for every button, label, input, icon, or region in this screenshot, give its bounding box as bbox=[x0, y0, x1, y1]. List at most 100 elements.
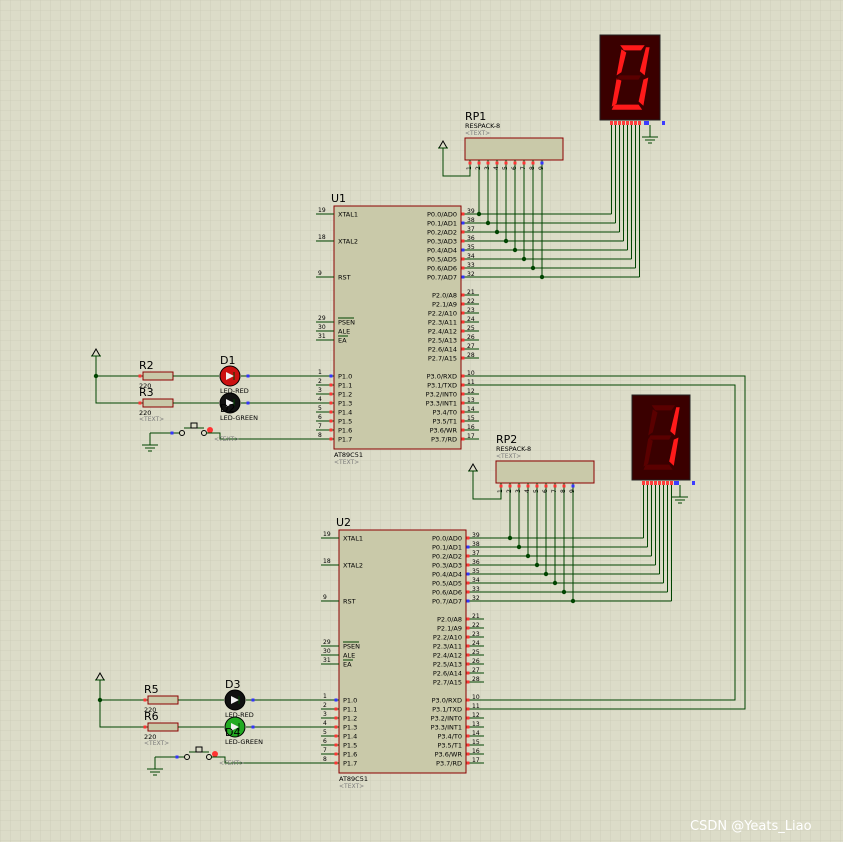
text-placeholder: <TEXT> bbox=[144, 740, 169, 747]
pin-marker bbox=[329, 437, 333, 441]
pin-label: P2.3/A11 bbox=[433, 643, 462, 651]
pin-label: P1.2 bbox=[343, 715, 357, 723]
resistor[interactable] bbox=[147, 722, 179, 732]
pin-marker bbox=[461, 239, 465, 243]
pin-label: P0.0/AD0 bbox=[427, 211, 457, 219]
pin-number: 32 bbox=[472, 595, 480, 602]
pin-marker bbox=[466, 626, 470, 630]
led-arrow-icon bbox=[226, 372, 234, 380]
display-pin bbox=[674, 481, 679, 485]
pin-marker bbox=[334, 716, 338, 720]
push-button[interactable] bbox=[195, 746, 203, 753]
pin-label: P2.4/A12 bbox=[433, 652, 462, 660]
pin-marker bbox=[466, 716, 470, 720]
pin-number: 18 bbox=[318, 234, 326, 241]
pin-label: P3.1/TXD bbox=[432, 706, 462, 714]
led-ref: D3 bbox=[225, 678, 240, 691]
pin-number: 27 bbox=[472, 667, 480, 674]
pin-marker bbox=[246, 401, 250, 405]
pin-number: 27 bbox=[467, 343, 475, 350]
pin-marker bbox=[461, 437, 465, 441]
pin-label: P3.3/INT1 bbox=[426, 400, 457, 408]
pin-number: 23 bbox=[467, 307, 475, 314]
pin-number: 29 bbox=[318, 315, 326, 322]
respack-part: RESPACK-8 bbox=[496, 445, 531, 453]
pin-marker bbox=[329, 410, 333, 414]
mcu-ref: U2 bbox=[336, 516, 351, 529]
pin-label: P3.2/INT0 bbox=[426, 391, 457, 399]
pin-marker bbox=[466, 680, 470, 684]
pin-label: P1.3 bbox=[338, 400, 352, 408]
resistor[interactable] bbox=[147, 695, 179, 705]
pin-label: P0.6/AD6 bbox=[427, 265, 457, 273]
pin-label: XTAL2 bbox=[343, 562, 363, 570]
pin-label: P1.6 bbox=[343, 751, 357, 759]
pin-label: P2.1/A9 bbox=[437, 625, 462, 633]
pin-marker bbox=[329, 419, 333, 423]
pin-marker bbox=[535, 484, 539, 488]
resistor-value: 220 bbox=[139, 382, 151, 390]
microcontroller[interactable] bbox=[338, 529, 467, 774]
pin-marker bbox=[334, 761, 338, 765]
display-pin bbox=[634, 121, 637, 125]
pin-number: 30 bbox=[318, 324, 326, 331]
pin-number: 3 bbox=[484, 166, 491, 170]
segment-c bbox=[669, 437, 679, 466]
pin-number: 32 bbox=[467, 271, 475, 278]
pin-number: 8 bbox=[560, 489, 567, 493]
pin-number: 5 bbox=[502, 166, 509, 170]
pin-marker bbox=[466, 653, 470, 657]
led-arrow-icon bbox=[226, 399, 234, 407]
led-part: LED-RED bbox=[225, 711, 254, 719]
pin-number: 34 bbox=[472, 577, 480, 584]
pin-label: P1.0 bbox=[338, 373, 352, 381]
pin-number: 17 bbox=[472, 757, 480, 764]
pin-label: P0.5/AD5 bbox=[427, 256, 457, 264]
pin-marker bbox=[461, 248, 465, 252]
resistor-pack[interactable] bbox=[464, 137, 564, 161]
push-button[interactable] bbox=[190, 422, 198, 429]
pin-label: P1.5 bbox=[343, 742, 357, 750]
pin-marker bbox=[461, 356, 465, 360]
pin-number: 3 bbox=[323, 711, 327, 718]
junction-dot bbox=[516, 544, 522, 550]
resistor[interactable] bbox=[142, 398, 174, 408]
pin-number: 24 bbox=[472, 640, 480, 647]
pin-marker bbox=[466, 743, 470, 747]
pin-marker bbox=[466, 707, 470, 711]
junction-dot bbox=[97, 697, 103, 703]
pin-marker bbox=[468, 161, 472, 165]
display-pin bbox=[638, 121, 641, 125]
resistor[interactable] bbox=[142, 371, 174, 381]
junction-dot bbox=[521, 256, 527, 262]
pin-number: 4 bbox=[323, 720, 327, 727]
pin-marker bbox=[461, 347, 465, 351]
pin-marker bbox=[513, 161, 517, 165]
respack-ref: RP1 bbox=[465, 110, 486, 123]
mcu-ref: U1 bbox=[331, 192, 346, 205]
text-placeholder: <TEXT> bbox=[465, 130, 490, 137]
pin-label: P1.0 bbox=[343, 697, 357, 705]
pin-number: 2 bbox=[318, 378, 322, 385]
resistor-pack[interactable] bbox=[495, 460, 595, 484]
display-pin bbox=[614, 121, 617, 125]
pin-label: P1.7 bbox=[343, 760, 357, 768]
segment-e bbox=[643, 438, 653, 467]
microcontroller[interactable] bbox=[333, 205, 462, 450]
pin-number: 37 bbox=[467, 226, 475, 233]
pin-number: 25 bbox=[467, 325, 475, 332]
pin-label: P2.6/A14 bbox=[428, 346, 457, 354]
pin-number: 11 bbox=[472, 703, 480, 710]
led-supply-wire bbox=[95, 356, 143, 404]
display-pin bbox=[666, 481, 669, 485]
pin-marker bbox=[544, 484, 548, 488]
display-pin bbox=[692, 481, 695, 485]
resistor-ref: R3 bbox=[139, 386, 154, 399]
pin-marker bbox=[477, 161, 481, 165]
pin-label: P0.0/AD0 bbox=[432, 535, 462, 543]
pin-marker bbox=[504, 161, 508, 165]
pin-marker bbox=[461, 302, 465, 306]
